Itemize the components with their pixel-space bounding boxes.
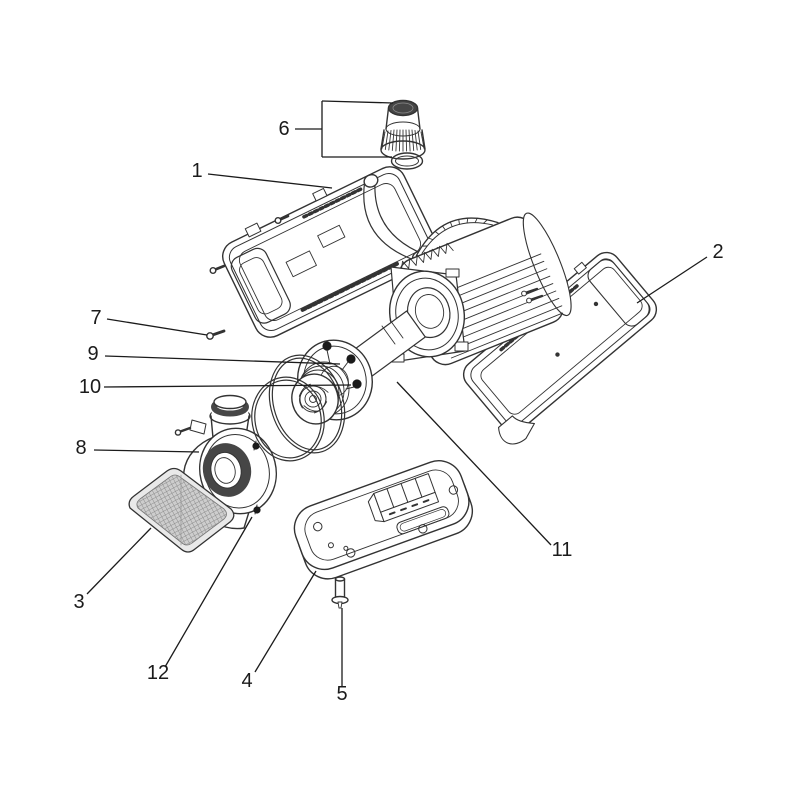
callout-label-7: 7 — [90, 307, 101, 329]
base-plate — [293, 460, 473, 580]
parts-layer — [128, 99, 658, 609]
shell-screw-a — [274, 214, 290, 224]
o-ring-large — [268, 354, 346, 454]
callout-label-8: 8 — [75, 437, 86, 459]
callout-label-9: 9 — [87, 343, 98, 365]
callout-3: 3 — [73, 527, 152, 613]
callouts-layer: 1 2 3 4 5 6 7 8 — [73, 100, 724, 705]
callout-label-10: 10 — [79, 376, 101, 398]
callout-12: 12 — [147, 516, 253, 684]
callout-9: 9 — [87, 343, 341, 365]
callout-4: 4 — [241, 570, 317, 692]
o-ring-small — [251, 376, 325, 462]
bottom-housing-shell — [462, 251, 658, 445]
callout-10: 10 — [79, 376, 352, 398]
callout-label-4: 4 — [241, 670, 252, 692]
callout-label-2: 2 — [712, 241, 723, 263]
callout-5: 5 — [336, 608, 348, 705]
fin-zigzag — [400, 242, 454, 272]
callout-11: 11 — [396, 381, 573, 561]
callout-1: 1 — [191, 160, 333, 189]
handle-ribs — [421, 217, 488, 247]
volute-screws — [174, 419, 261, 515]
screw-7 — [206, 329, 226, 340]
shell-screw-b — [209, 264, 226, 275]
callout-label-12: 12 — [147, 662, 169, 684]
outlet-pipe — [209, 394, 251, 439]
callout-label-11: 11 — [552, 539, 573, 561]
mount-box — [367, 473, 440, 523]
callout-label-6: 6 — [278, 118, 289, 140]
keyhole-slots — [313, 485, 459, 558]
seal-screws — [322, 341, 362, 390]
callout-6: 6 — [278, 100, 394, 158]
callout-label-3: 3 — [73, 591, 84, 613]
callout-2: 2 — [636, 241, 724, 304]
mounting-pin — [331, 576, 349, 609]
callout-7: 7 — [90, 307, 208, 336]
callout-label-1: 1 — [191, 160, 202, 182]
inlet-ring — [202, 443, 252, 497]
intake-screen — [128, 467, 235, 553]
callout-8: 8 — [75, 437, 200, 459]
callout-label-5: 5 — [336, 683, 347, 705]
motor-clamp — [521, 287, 544, 304]
hose-connector — [380, 99, 426, 160]
connector-o-ring — [390, 152, 424, 170]
top-housing-shell — [222, 166, 438, 338]
